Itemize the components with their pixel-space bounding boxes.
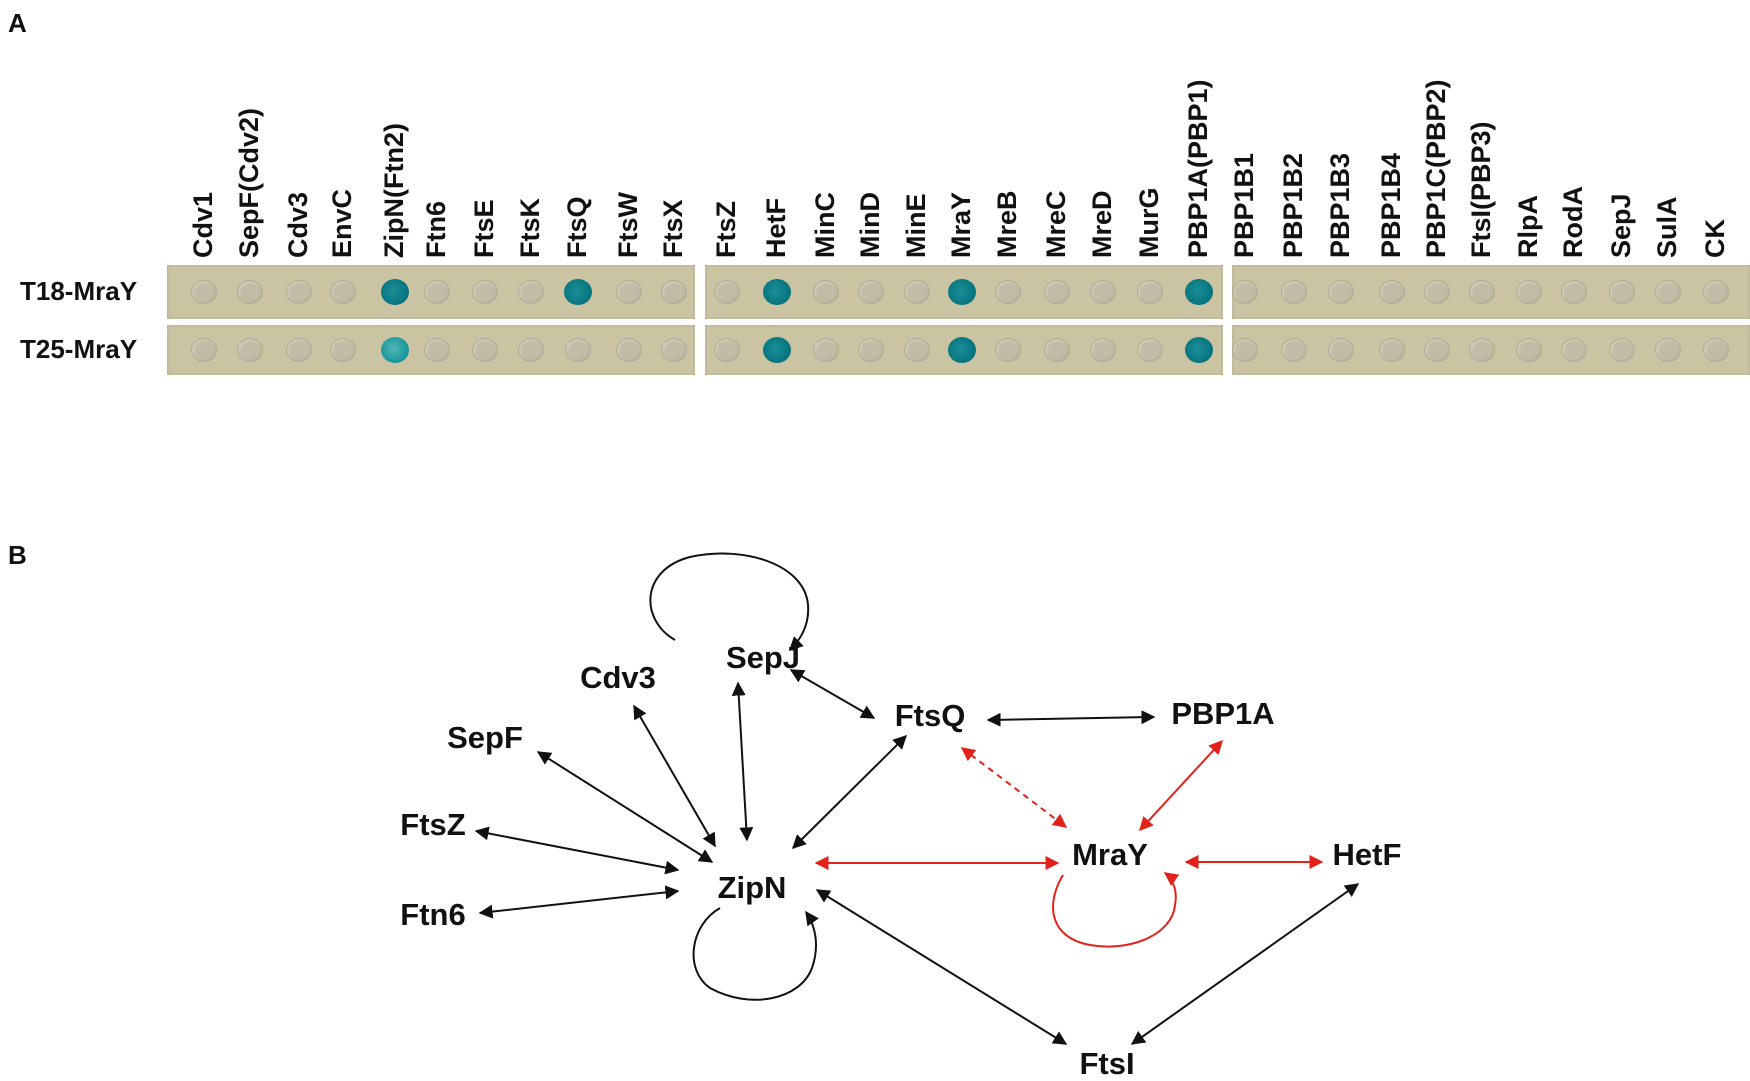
negative-spot: [1703, 280, 1729, 304]
edge-ftsq-pbp1a: [986, 710, 1156, 727]
negative-spot: [995, 338, 1021, 362]
node-mray: MraY: [1072, 837, 1148, 872]
negative-spot: [330, 280, 356, 304]
negative-spot: [1655, 280, 1681, 304]
negative-spot: [1516, 338, 1542, 362]
edge-sepj-ftsq: [789, 669, 876, 719]
negative-spot: [616, 280, 642, 304]
negative-spot: [661, 338, 687, 362]
negative-spot: [1232, 338, 1258, 362]
negative-spot: [904, 338, 930, 362]
negative-spot: [858, 280, 884, 304]
negative-spot: [1137, 338, 1163, 362]
negative-spot: [1703, 338, 1729, 362]
negative-spot: [237, 280, 263, 304]
negative-spot: [616, 338, 642, 362]
panel-label-b: B: [8, 540, 27, 570]
node-ftsi: FtsI: [1079, 1046, 1134, 1081]
negative-spot: [1561, 338, 1587, 362]
positive-spot: [381, 337, 409, 363]
negative-spot: [661, 280, 687, 304]
negative-spot: [813, 280, 839, 304]
row-label: T18-MraY: [20, 276, 138, 306]
positive-spot: [763, 337, 791, 363]
negative-spot: [714, 338, 740, 362]
negative-spot: [472, 338, 498, 362]
negative-spot: [1281, 280, 1307, 304]
negative-spot: [714, 280, 740, 304]
negative-spot: [191, 280, 217, 304]
row-label: T25-MraY: [20, 334, 138, 364]
node-sepj: SepJ: [726, 640, 800, 675]
self-loop-zipn: [692, 907, 819, 1001]
negative-spot: [1044, 338, 1070, 362]
negative-spot: [1137, 280, 1163, 304]
negative-spot: [1516, 280, 1542, 304]
edge-zipn-ftsz: [474, 826, 680, 875]
edge-pbp1a-mray: [1139, 739, 1223, 832]
positive-spot: [1185, 279, 1213, 305]
negative-spot: [565, 338, 591, 362]
panel-label-a: A: [8, 8, 27, 38]
negative-spot: [1655, 338, 1681, 362]
negative-spot: [1379, 280, 1405, 304]
edge-zipn-sepf: [536, 751, 714, 863]
edge-zipn-cdv3: [633, 704, 716, 848]
negative-spot: [191, 338, 217, 362]
negative-spot: [424, 338, 450, 362]
negative-spot: [1090, 338, 1116, 362]
negative-spot: [1044, 280, 1070, 304]
negative-spot: [1424, 280, 1450, 304]
negative-spot: [1424, 338, 1450, 362]
positive-spot: [948, 279, 976, 305]
negative-spot: [1328, 280, 1354, 304]
negative-spot: [1328, 338, 1354, 362]
edge-zipn-ftsq: [792, 735, 907, 849]
node-ftn6: Ftn6: [400, 897, 465, 932]
negative-spot: [518, 280, 544, 304]
self-loop-mray: [1052, 872, 1180, 948]
negative-spot: [237, 338, 263, 362]
negative-spot: [1090, 280, 1116, 304]
negative-spot: [813, 338, 839, 362]
node-ftsz: FtsZ: [400, 807, 466, 842]
negative-spot: [518, 338, 544, 362]
negative-spot: [1469, 280, 1495, 304]
edge-zipn-ftn6: [478, 885, 680, 919]
positive-spot: [564, 279, 592, 305]
negative-spot: [995, 280, 1021, 304]
positive-spot: [948, 337, 976, 363]
negative-spot: [472, 280, 498, 304]
node-hetf: HetF: [1333, 837, 1402, 872]
negative-spot: [1232, 280, 1258, 304]
negative-spot: [904, 280, 930, 304]
positive-spot: [381, 279, 409, 305]
node-sepf: SepF: [447, 720, 523, 755]
edges: [474, 669, 1360, 1045]
self-loop-sepj: [649, 552, 810, 651]
negative-spot: [1379, 338, 1405, 362]
negative-spot: [1609, 338, 1635, 362]
negative-spot: [286, 280, 312, 304]
node-ftsq: FtsQ: [895, 698, 966, 733]
node-pbp1a: PBP1A: [1171, 696, 1274, 731]
negative-spot: [1469, 338, 1495, 362]
positive-spot: [763, 279, 791, 305]
node-cdv3: Cdv3: [580, 660, 656, 695]
negative-spot: [424, 280, 450, 304]
edge-zipn-sepj: [731, 681, 754, 842]
edge-ftsq-mray: [960, 747, 1068, 828]
negative-spot: [286, 338, 312, 362]
negative-spot: [330, 338, 356, 362]
negative-spot: [1561, 280, 1587, 304]
negative-spot: [1281, 338, 1307, 362]
positive-spot: [1185, 337, 1213, 363]
edge-hetf-ftsi: [1130, 883, 1360, 1045]
negative-spot: [858, 338, 884, 362]
edge-zipn-ftsi: [815, 889, 1068, 1045]
node-zipn: ZipN: [718, 870, 787, 905]
negative-spot: [1609, 280, 1635, 304]
